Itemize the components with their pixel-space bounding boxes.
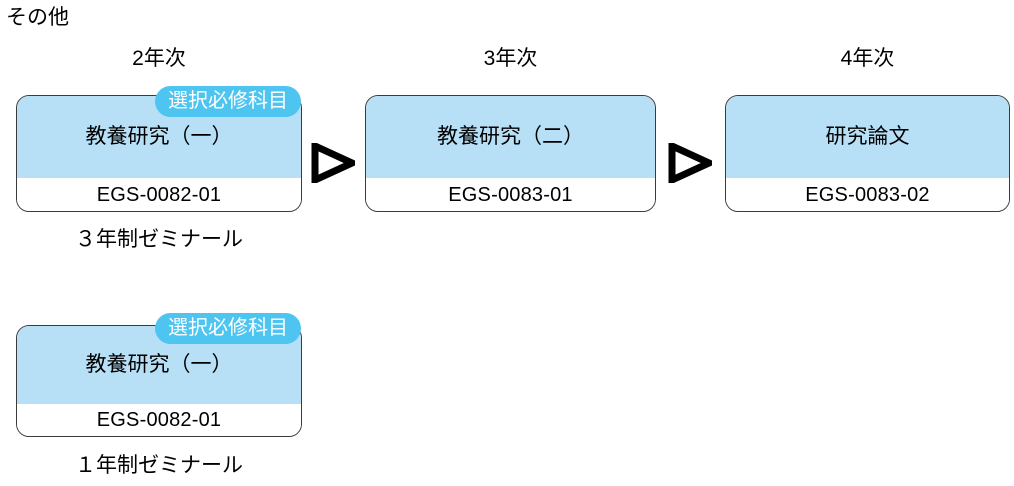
year-header-4: 4年次: [840, 47, 895, 70]
flow-arrow-icon-1: [311, 143, 355, 183]
elective-badge-row1: 選択必修科目: [155, 86, 301, 117]
year-header-3: 3年次: [483, 47, 538, 70]
track-caption-1-year: １年制ゼミナール: [75, 454, 243, 477]
course-title: 教養研究（二）: [366, 96, 655, 178]
flow-arrow-icon-2: [668, 143, 712, 183]
course-card-egs-0083-01[interactable]: 教養研究（二） EGS-0083-01: [365, 95, 656, 212]
elective-badge-row2: 選択必修科目: [155, 313, 301, 344]
course-code: EGS-0082-01: [17, 178, 301, 211]
year-header-2: 2年次: [132, 47, 186, 70]
section-title: その他: [6, 6, 69, 29]
course-code: EGS-0083-01: [366, 178, 655, 211]
course-title: 研究論文: [726, 96, 1009, 178]
track-caption-3-year: ３年制ゼミナール: [75, 228, 243, 251]
course-card-egs-0083-02[interactable]: 研究論文 EGS-0083-02: [725, 95, 1010, 212]
course-code: EGS-0082-01: [17, 404, 301, 436]
course-code: EGS-0083-02: [726, 178, 1009, 211]
